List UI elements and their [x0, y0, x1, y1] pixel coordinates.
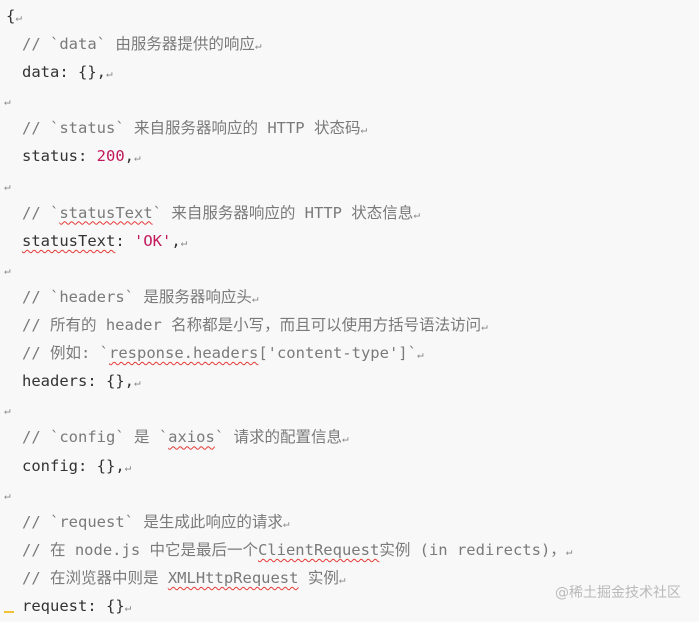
- comment-headers-example: // 例如: `response.headers['content-type']…: [22, 344, 424, 363]
- code-line-headers: headers: {},↵: [22, 372, 141, 391]
- comment-data: // `data` 由服务器提供的响应↵: [22, 35, 262, 54]
- spellcheck-word: XMLHttpRequest: [167, 568, 299, 587]
- paragraph-mark-icon: ↵: [360, 123, 368, 137]
- paragraph-mark-icon: ↵: [180, 235, 188, 249]
- code-line-1: {↵: [6, 7, 22, 25]
- paragraph-mark-icon: ↵: [15, 11, 22, 24]
- blank-line: ↵: [0, 395, 699, 423]
- paragraph-mark-icon: ↵: [106, 67, 113, 81]
- spellcheck-word: response.headers: [109, 344, 259, 363]
- paragraph-mark-icon: ↵: [4, 404, 11, 418]
- comment-status: // `status` 来自服务器响应的 HTTP 状态码↵: [22, 119, 368, 138]
- paragraph-mark-icon: ↵: [416, 348, 424, 362]
- paragraph-mark-icon: ↵: [565, 544, 573, 558]
- comment-request: // `request` 是生成此响应的请求↵: [22, 512, 290, 531]
- spellcheck-word: statusText: [22, 231, 116, 250]
- paragraph-mark-icon: ↵: [4, 179, 11, 193]
- spellcheck-word: ClientRequest: [257, 540, 380, 559]
- comment-status-text: // `statusText` 来自服务器响应的 HTTP 状态信息↵: [22, 203, 420, 222]
- paragraph-mark-icon: ↵: [4, 95, 11, 109]
- status-text-value: 'OK': [134, 231, 172, 250]
- comment-headers: // `headers` 是服务器响应头↵: [22, 287, 259, 306]
- paragraph-mark-icon: ↵: [413, 207, 420, 221]
- code-line-status: status: 200,↵: [22, 147, 141, 166]
- code-line-status-text: statusText: 'OK',↵: [22, 231, 188, 250]
- comment-request-browser: // 在浏览器中则是 XMLHttpRequest 实例↵: [22, 568, 346, 587]
- paragraph-mark-icon: ↵: [342, 432, 349, 446]
- blank-line: ↵: [0, 86, 699, 114]
- blank-line: ↵: [0, 480, 699, 508]
- paragraph-mark-icon: ↵: [134, 151, 141, 165]
- paragraph-mark-icon: ↵: [254, 39, 262, 53]
- code-line-request: request: {}↵: [22, 596, 132, 615]
- paragraph-mark-icon: ↵: [4, 488, 11, 502]
- watermark: @稀土掘金技术社区: [555, 585, 681, 601]
- spellcheck-word: axios: [168, 428, 215, 447]
- comment-headers-lowercase: // 所有的 header 名称都是小写，而且可以使用方括号语法访问↵: [22, 316, 488, 335]
- paragraph-mark-icon: ↵: [124, 600, 132, 614]
- comment-config: // `config` 是 `axios` 请求的配置信息↵: [22, 428, 349, 447]
- paragraph-mark-icon: ↵: [282, 516, 290, 530]
- blank-line: ↵: [0, 255, 699, 283]
- paragraph-mark-icon: ↵: [338, 572, 346, 586]
- code-line-config: config: {},↵: [22, 456, 132, 475]
- paragraph-mark-icon: ↵: [251, 291, 259, 305]
- paragraph-mark-icon: ↵: [481, 320, 488, 334]
- status-value: 200: [96, 147, 125, 166]
- code-line-data: data: {},↵: [22, 63, 113, 82]
- text-cursor: [4, 611, 14, 613]
- blank-line: ↵: [0, 171, 699, 199]
- spellcheck-word: statusText: [59, 203, 153, 222]
- paragraph-mark-icon: ↵: [4, 263, 11, 277]
- comment-request-node: // 在 node.js 中它是最后一个ClientRequest实例 (in …: [22, 540, 573, 559]
- paragraph-mark-icon: ↵: [133, 376, 141, 390]
- paragraph-mark-icon: ↵: [124, 460, 132, 474]
